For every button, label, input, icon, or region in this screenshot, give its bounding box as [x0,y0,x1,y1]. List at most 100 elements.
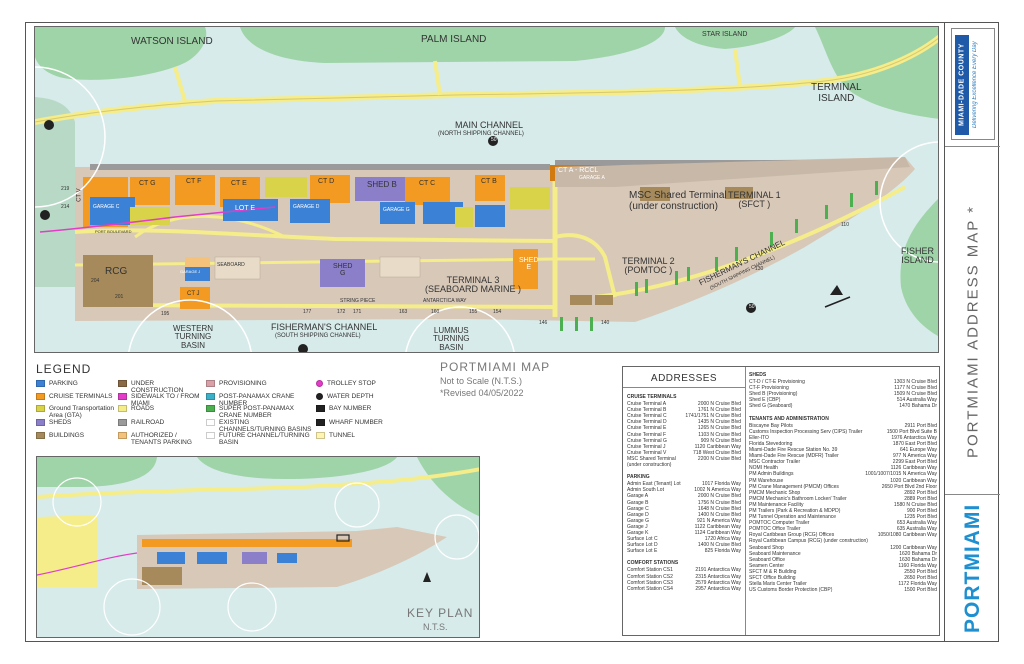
address-street: 514 Australia Way [896,397,937,404]
address-name: POMTOC Computer Trailer [749,520,810,527]
address-street: 635 Australia Way [896,526,937,533]
address-name: (under construction) [627,462,672,469]
address-name: Seaboard Maintenance [749,550,801,557]
label-watson-island: WATSON ISLAND [131,36,213,47]
label-port-blvd: PORT BOULEVARD [95,229,132,234]
address-name: Biscayne Bay Pilots [749,422,793,429]
label-main-channel: MAIN CHANNEL [455,120,524,130]
main-port-map[interactable]: WATSON ISLAND PALM ISLAND STAR ISLAND TE… [34,26,939,353]
address-street: 1761 N Cruise Blvd [697,407,741,414]
label-fishermans-channel-sub: (SOUTH SHIPPING CHANNEL) [275,333,361,339]
address-row: US Customs Border Protection (CBP)1500 P… [749,587,937,593]
keyplan-sub: N.T.S. [423,622,448,632]
address-name: Comfort Station CS4 [627,585,673,592]
address-name: Cruise Terminal B [627,407,667,414]
label-fishermans-channel: FISHERMAN'S CHANNEL [271,322,378,332]
address-street: 2889 Port Blvd [904,495,937,502]
key-plan-map[interactable]: KEY PLAN N.T.S. [36,456,480,638]
label-shed-e: SHED E [519,257,539,272]
tenants-heading: TENANTS AND ADMINISTRATION [749,415,829,422]
berth-number: 219 [61,186,70,192]
legend-label: Ground Transportation Area (GTA) [49,405,115,420]
mdc-logo-tagline: Delivering Excellence Every Day [972,41,978,129]
address-name: Garage A [627,493,649,500]
addresses-panel: ADDRESSES CRUISE TERMINALS Cruise Termin… [622,366,940,636]
address-name: CT-F Provisioning [749,385,789,392]
address-name: Cruise Terminal F [627,431,667,438]
address-name: Shed B (Provisioning) [749,391,798,398]
berth-number: 146 [539,320,548,326]
address-row: Shed E (CBP) 514 Australia Way [749,397,937,403]
address-street: 1050/1080 Caribbean Way [877,532,937,539]
legend-swatch [118,432,127,439]
address-name: Surface Lot D [627,542,658,549]
address-name: PMCM Mechanic's Bathroom Locker/ Trailer [749,495,847,502]
map-frame [25,22,999,642]
legend-item: SHEDS [36,419,116,426]
label-ct-a: CT A - RCCL [558,167,599,174]
berth-number: 171 [353,309,362,315]
address-street: 1002 N America Way [694,487,741,494]
label-palm-island: PALM ISLAND [421,34,487,45]
address-street: 718 West Cruise Blvd [693,449,741,456]
address-street: 1177 N Cruise Blvd [894,385,937,392]
legend-label: BUILDINGS [49,432,85,439]
legend-item: UNDER CONSTRUCTION [118,380,204,394]
address-street: 2579 Antarctica Way [695,579,741,586]
label-garage-d: GARAGE D [293,204,320,210]
address-row: Royal Caribbean Campus (RCG) (under cons… [749,538,937,544]
legend-label: TROLLEY STOP [327,380,376,387]
label-main-channel-sub: (NORTH SHIPPING CHANNEL) [438,131,524,137]
address-street: 2000 N Cruise Blvd [697,401,741,408]
address-street: 2000 N Cruise Blvd [697,493,741,500]
legend-swatch [118,393,127,400]
legend-swatch [206,380,215,387]
comfort-heading: COMFORT STATIONS [627,560,679,567]
legend-label: BAY NUMBER [329,405,372,412]
legend-swatch [118,380,127,387]
address-name: Comfort Station CS2 [627,573,673,580]
label-ct-e: CT E [231,180,247,187]
address-name: PM Crane Management (PMCM) Offices [749,483,839,490]
legend-item: WATER DEPTH [316,393,426,400]
label-string-piece: STRING PIECE [340,298,376,304]
legend-item: TROLLEY STOP [316,380,426,387]
berth-number: 155 [469,309,478,315]
legend-label: CRUISE TERMINALS [49,393,113,400]
address-name: Miami-Dade Fire Rescue (MDFR) Trailer [749,453,839,460]
portmiami-map-title-block: PORTMIAMI MAP Not to Scale (N.T.S.) *Rev… [440,360,610,398]
legend-item: AUTHORIZED / TENANTS PARKING [118,432,204,446]
label-terminal-1: TERMINAL 1 (SFCT ) [728,190,781,210]
address-street: 1976 Antarctica Way [891,434,937,441]
legend-item: TUNNEL [316,432,426,439]
main-map-graphic [35,27,938,352]
label-shed-b: SHED B [367,180,397,189]
address-name: Shed E (CBP) [749,397,781,404]
address-row: Garage A 2000 N Cruise Blvd [627,493,741,499]
address-street: 900 Port Blvd [906,507,937,514]
label-garage-g: GARAGE G [383,207,410,213]
legend-label: ROADS [131,405,155,412]
legend-swatch [316,380,323,387]
legend-swatch [36,432,45,439]
